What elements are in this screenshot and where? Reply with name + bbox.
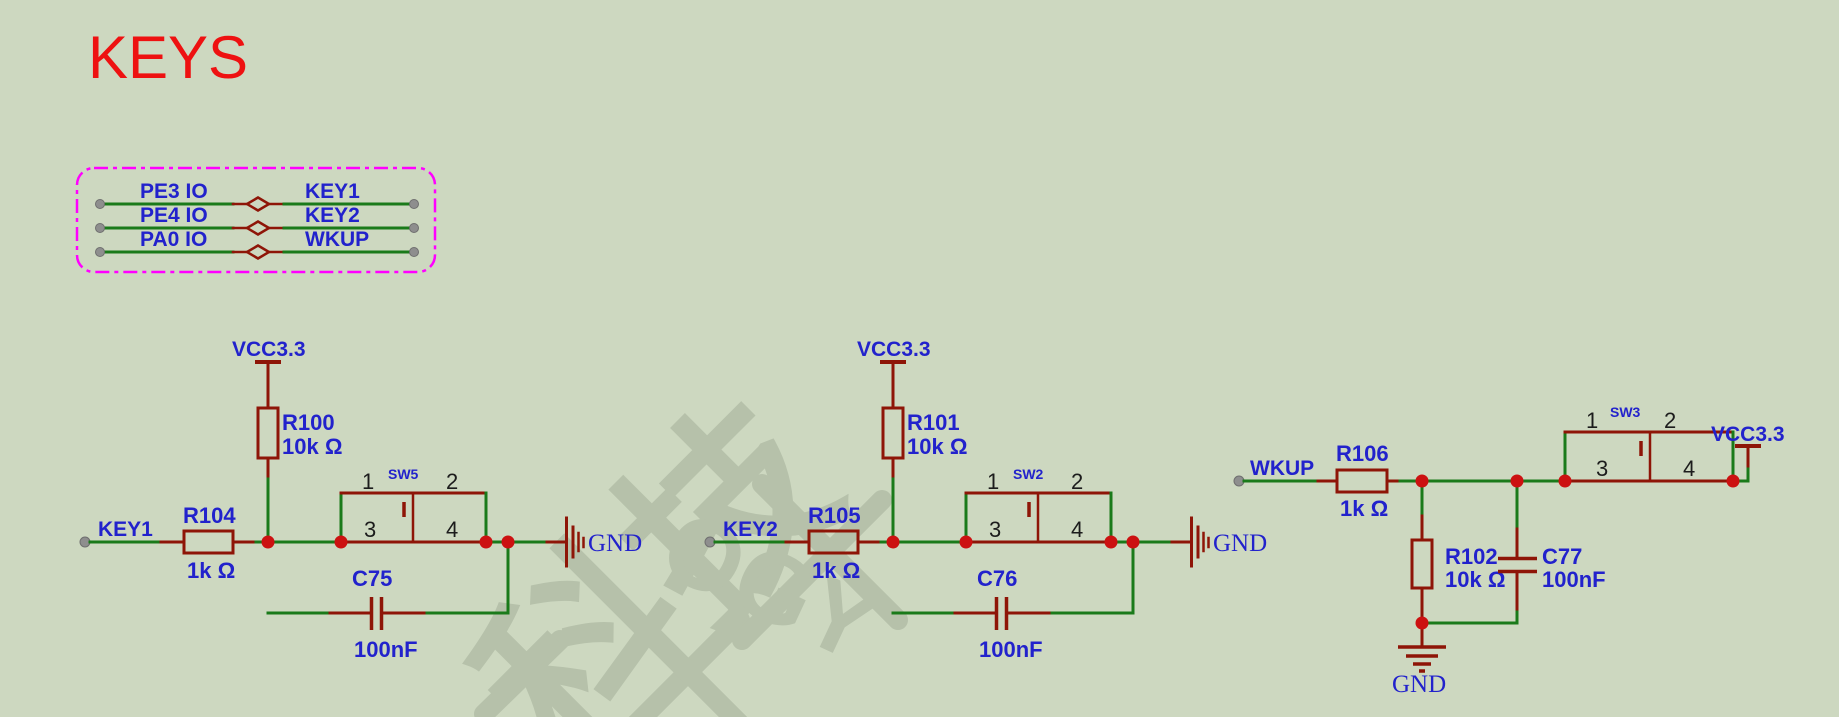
push-button-switch: SW3 1 2 3 4 [1563, 404, 1735, 483]
switch-pin-1: 1 [987, 469, 999, 494]
gnd-label: GND [1213, 530, 1267, 557]
port-box-border [75, 166, 437, 274]
switch-pin-1: 1 [1586, 408, 1598, 433]
gnd-label: GND [588, 530, 642, 557]
gnd-label: GND [1392, 671, 1446, 698]
capacitor-ref: C76 [977, 566, 1017, 591]
key1-circuit: VCC3.3 R100 10k Ω KEY1 R104 1k Ω SW5 1 2… [79, 338, 642, 662]
junction-dot [334, 535, 348, 549]
switch-pin-2: 2 [1664, 408, 1676, 433]
resistor-value: 1k Ω [812, 558, 860, 583]
resistor-body [182, 529, 235, 555]
port-pin-dot [409, 199, 419, 209]
junction-dot [501, 535, 515, 549]
capacitor-value: 100nF [979, 637, 1043, 662]
port-pin-dot [95, 247, 105, 257]
capacitor-ref: C77 [1542, 544, 1582, 569]
port-connector-box: PE3 IO KEY1 PE4 IO KEY2 PA0 IO WKUP [75, 166, 437, 274]
capacitor-ref: C75 [352, 566, 392, 591]
port-row-pe4: PE4 IO KEY2 [95, 204, 419, 236]
net-label: WKUP [1250, 457, 1314, 480]
junction-dot [1126, 535, 1140, 549]
port-pin-dot [409, 247, 419, 257]
port-label-right: KEY2 [305, 204, 360, 227]
switch-pin-3: 3 [1596, 456, 1608, 481]
junction-dot [1415, 616, 1429, 630]
push-button-switch: SW5 1 2 3 4 [339, 466, 488, 544]
vcc-label: VCC3.3 [232, 338, 306, 361]
resistor-value: 1k Ω [1340, 496, 1388, 521]
resistor-body [1335, 468, 1389, 494]
page-title: KEYS [88, 24, 248, 91]
wkup-circuit: WKUP R106 1k Ω SW3 1 2 3 4 VCC3.3 [1233, 404, 1785, 698]
capacitor-value: 100nF [354, 637, 418, 662]
junction-dot [1726, 474, 1740, 488]
vcc-label: VCC3.3 [857, 338, 931, 361]
net-label: KEY2 [723, 518, 778, 541]
switch-pin-4: 4 [446, 517, 458, 542]
filter-capacitor: C77 100nF [1420, 479, 1606, 625]
switch-pin-1: 1 [362, 469, 374, 494]
port-label-left: PA0 IO [140, 228, 207, 251]
switch-ref: SW5 [388, 466, 419, 482]
resistor-ref: R106 [1336, 441, 1389, 466]
net-junction-diamond [244, 220, 272, 236]
resistor-value: 10k Ω [282, 434, 342, 459]
switch-pin-2: 2 [1071, 469, 1083, 494]
port-pin-dot [95, 199, 105, 209]
resistor-value: 10k Ω [907, 434, 967, 459]
resistor-ref: R100 [282, 410, 335, 435]
port-row-pa0: PA0 IO WKUP [95, 228, 419, 260]
vcc-branch: VCC3.3 [1711, 423, 1785, 483]
junction-dot [479, 535, 493, 549]
switch-pin-2: 2 [446, 469, 458, 494]
resistor-body [881, 406, 905, 460]
junction-dot [261, 535, 275, 549]
resistor-value: 1k Ω [187, 558, 235, 583]
port-pin-dot [95, 223, 105, 233]
ground-symbol: GND [484, 516, 642, 568]
ground-symbol: GND [1109, 516, 1267, 568]
junction-dot [1558, 474, 1572, 488]
debounce-capacitor: C75 100nF [266, 540, 510, 662]
resistor-body [256, 406, 280, 460]
resistor-body [1410, 538, 1434, 590]
resistor-ref: R104 [183, 503, 236, 528]
pulldown-branch: R102 10k Ω [1410, 479, 1505, 625]
resistor-ref: R101 [907, 410, 960, 435]
port-label-left: PE4 IO [140, 204, 208, 227]
port-label-left: PE3 IO [140, 180, 208, 203]
port-label-right: WKUP [305, 228, 369, 251]
junction-dot [1415, 474, 1429, 488]
switch-ref: SW2 [1013, 466, 1044, 482]
junction-dot [1510, 474, 1524, 488]
resistor-ref: R102 [1445, 544, 1498, 569]
net-junction-diamond [244, 196, 272, 212]
resistor-ref: R105 [808, 503, 861, 528]
switch-pin-3: 3 [989, 517, 1001, 542]
junction-dot [1104, 535, 1118, 549]
push-button-switch: SW2 1 2 3 4 [964, 466, 1113, 544]
port-label-right: KEY1 [305, 180, 360, 203]
net-label: KEY1 [98, 518, 153, 541]
junction-dot [886, 535, 900, 549]
junction-dot [959, 535, 973, 549]
switch-pin-4: 4 [1683, 456, 1695, 481]
switch-pin-3: 3 [364, 517, 376, 542]
key2-circuit: VCC3.3 R101 10k Ω KEY2 R105 1k Ω SW2 1 2… [704, 338, 1267, 662]
capacitor-value: 100nF [1542, 567, 1606, 592]
ground-symbol: GND [1392, 621, 1446, 698]
switch-ref: SW3 [1610, 404, 1641, 420]
debounce-capacitor: C76 100nF [891, 540, 1135, 662]
net-junction-diamond [244, 244, 272, 260]
switch-pin-4: 4 [1071, 517, 1083, 542]
resistor-value: 10k Ω [1445, 567, 1505, 592]
port-row-pe3: PE3 IO KEY1 [95, 180, 419, 212]
port-pin-dot [409, 223, 419, 233]
vcc-label: VCC3.3 [1711, 423, 1785, 446]
